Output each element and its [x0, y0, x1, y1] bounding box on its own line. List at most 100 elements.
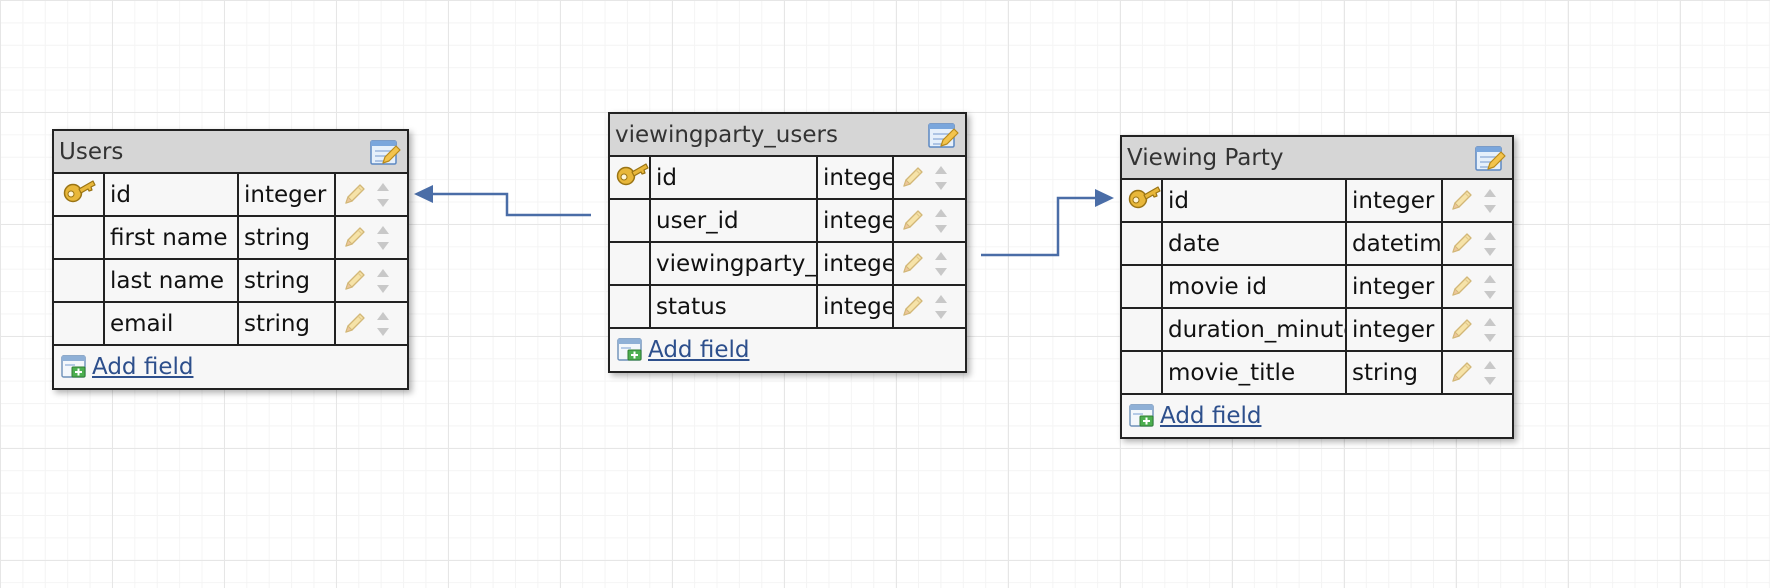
add-field-link[interactable]: Add field — [92, 354, 194, 380]
field-actions — [892, 284, 965, 329]
field-name[interactable]: id — [103, 174, 239, 217]
sort-handle-icon[interactable] — [375, 308, 391, 340]
field-actions — [1441, 264, 1512, 309]
sort-handle-icon[interactable] — [1482, 357, 1498, 389]
field-type[interactable]: string — [237, 301, 336, 346]
table-title: Viewing Party — [1127, 144, 1284, 171]
add-field-link[interactable]: Add field — [648, 337, 750, 363]
field-name[interactable]: email — [103, 301, 239, 346]
edit-table-icon[interactable] — [369, 137, 401, 167]
field-type[interactable]: integer — [816, 241, 894, 286]
pencil-icon[interactable] — [341, 311, 367, 337]
field-type[interactable]: integer — [816, 157, 894, 200]
connector-arrowhead-viewing-party — [1095, 189, 1114, 207]
table-footer: Add field — [610, 329, 965, 371]
pencil-icon[interactable] — [341, 225, 367, 251]
key-icon — [1127, 185, 1160, 219]
field-type[interactable]: string — [1345, 350, 1443, 395]
field-type[interactable]: integer — [237, 174, 336, 217]
pencil-icon[interactable] — [1448, 317, 1474, 343]
sort-handle-icon[interactable] — [1482, 185, 1498, 217]
sort-handle-icon[interactable] — [933, 248, 949, 280]
pencil-icon[interactable] — [341, 268, 367, 294]
field-name[interactable]: movie_title — [1161, 350, 1347, 395]
field-name[interactable]: date — [1161, 221, 1347, 266]
field-name[interactable]: first name — [103, 215, 239, 260]
field-type[interactable]: integer — [816, 284, 894, 329]
key-cell — [1122, 221, 1163, 266]
pencil-icon[interactable] — [341, 182, 367, 208]
pencil-icon[interactable] — [1448, 274, 1474, 300]
sort-handle-icon[interactable] — [933, 205, 949, 237]
field-name[interactable]: viewingparty_id — [649, 241, 818, 286]
sort-handle-icon[interactable] — [375, 179, 391, 211]
pencil-icon[interactable] — [899, 251, 925, 277]
field-type[interactable]: integer — [1345, 307, 1443, 352]
sort-handle-icon[interactable] — [375, 222, 391, 254]
field-row[interactable]: duration_minutesinteger — [1122, 307, 1512, 352]
field-type[interactable]: string — [237, 215, 336, 260]
field-actions — [892, 198, 965, 243]
field-actions — [334, 301, 407, 346]
add-field-icon[interactable] — [1129, 404, 1155, 428]
field-row[interactable]: statusinteger — [610, 284, 965, 329]
field-type[interactable]: integer — [1345, 180, 1443, 223]
pencil-icon[interactable] — [1448, 231, 1474, 257]
field-actions — [1441, 221, 1512, 266]
field-list: idintegeruser_idintegerviewingparty_idin… — [610, 157, 965, 329]
sort-handle-icon[interactable] — [375, 265, 391, 297]
field-row[interactable]: datedatetime — [1122, 221, 1512, 266]
pencil-icon[interactable] — [1448, 188, 1474, 214]
sort-handle-icon[interactable] — [933, 291, 949, 323]
pencil-icon[interactable] — [899, 165, 925, 191]
field-name[interactable]: id — [649, 157, 818, 200]
key-cell — [54, 301, 105, 346]
sort-handle-icon[interactable] — [1482, 314, 1498, 346]
table-footer: Add field — [1122, 395, 1512, 437]
add-field-icon[interactable] — [617, 338, 643, 362]
field-actions — [334, 215, 407, 260]
field-list: idintegerdatedatetimemovie idintegerdura… — [1122, 180, 1512, 395]
edit-table-icon[interactable] — [927, 120, 959, 150]
field-name[interactable]: status — [649, 284, 818, 329]
key-cell — [1122, 307, 1163, 352]
add-field-icon[interactable] — [61, 355, 87, 379]
field-name[interactable]: duration_minutes — [1161, 307, 1347, 352]
sort-handle-icon[interactable] — [1482, 271, 1498, 303]
sort-handle-icon[interactable] — [1482, 228, 1498, 260]
sort-handle-icon[interactable] — [933, 162, 949, 194]
pencil-icon[interactable] — [1448, 360, 1474, 386]
key-cell — [610, 241, 651, 286]
table-viewing-party[interactable]: Viewing Partyidintegerdatedatetimemovie … — [1120, 135, 1514, 439]
field-name[interactable]: id — [1161, 180, 1347, 223]
field-type[interactable]: datetime — [1345, 221, 1443, 266]
field-type[interactable]: integer — [1345, 264, 1443, 309]
field-name[interactable]: movie id — [1161, 264, 1347, 309]
add-field-link[interactable]: Add field — [1160, 403, 1262, 429]
pencil-icon[interactable] — [899, 294, 925, 320]
key-cell — [610, 198, 651, 243]
field-name[interactable]: last name — [103, 258, 239, 303]
edit-table-icon[interactable] — [1474, 143, 1506, 173]
table-viewingparty-users[interactable]: viewingparty_usersidintegeruser_idintege… — [608, 112, 967, 373]
table-header: viewingparty_users — [610, 114, 965, 157]
table-header: Viewing Party — [1122, 137, 1512, 180]
field-type[interactable]: string — [237, 258, 336, 303]
field-name[interactable]: user_id — [649, 198, 818, 243]
pencil-icon[interactable] — [899, 208, 925, 234]
connector-viewing-party-link — [981, 196, 1095, 257]
key-cell — [54, 215, 105, 260]
field-type[interactable]: integer — [816, 198, 894, 243]
